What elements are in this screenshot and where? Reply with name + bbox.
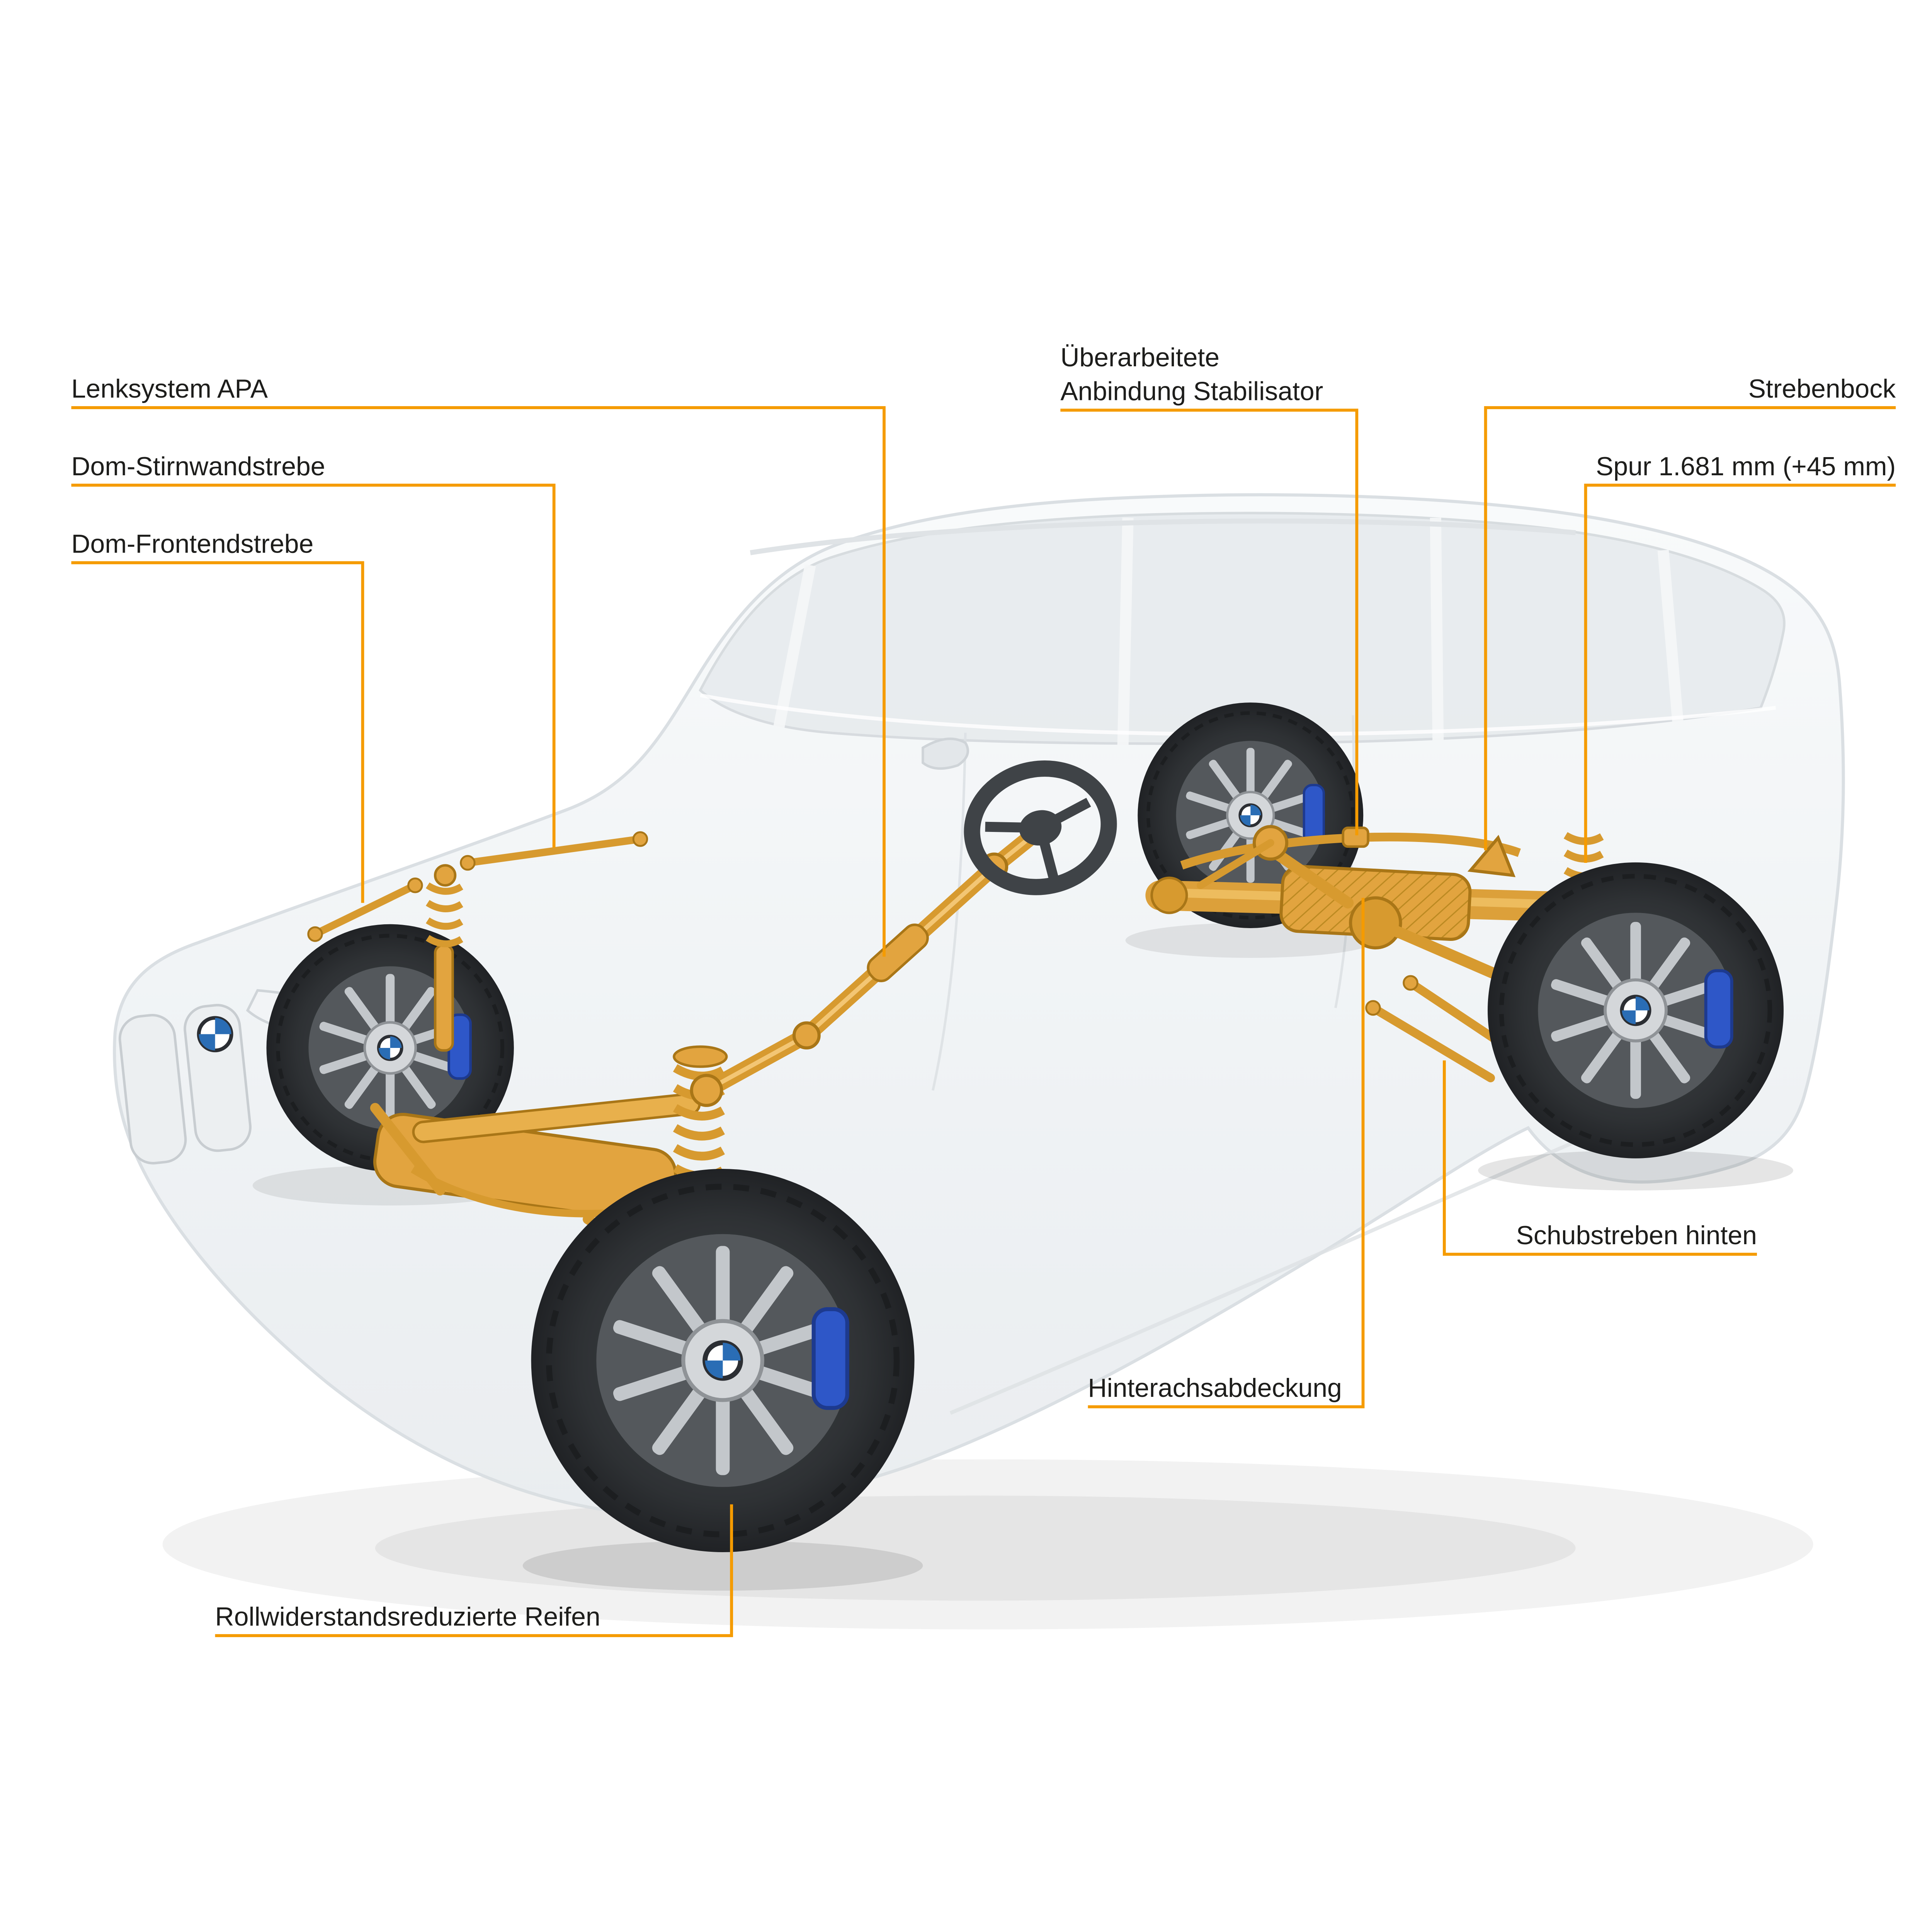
leader-lenksystem-apa — [71, 406, 886, 957]
dom-stirnwand-strebe — [460, 831, 648, 871]
front-far-strut-mount — [434, 864, 457, 887]
rear-differential — [1349, 896, 1402, 950]
car-pillars — [772, 517, 1684, 746]
label-rollwiderstand-reifen: Rollwiderstandsreduzierte Reifen — [215, 1602, 600, 1631]
bmw-roundel — [197, 1016, 233, 1053]
leader-stabilisator — [1060, 408, 1359, 835]
leader-schubstreben — [1442, 1060, 1757, 1256]
rear-near-wheel — [1488, 862, 1784, 1158]
driveshaft-far — [1262, 842, 1354, 909]
label-dom-stirnwandstrebe: Dom-Stirnwandstrebe — [71, 452, 325, 481]
rear-coil-spring — [1563, 832, 1604, 898]
label-dom-frontendstrebe: Dom-Frontendstrebe — [71, 529, 313, 558]
steering-wheel — [964, 760, 1117, 895]
front-far-strut — [434, 944, 454, 1052]
label-hinterachsabdeckung: Hinterachsabdeckung — [1088, 1373, 1342, 1403]
leader-dom-stirnwandstrebe — [71, 483, 556, 848]
leader-reifen — [215, 1504, 733, 1637]
front-lower-arm-far — [370, 1103, 446, 1196]
steering-column-apa — [690, 827, 1041, 1107]
streben-bock-bracket — [1467, 835, 1516, 878]
near-wheels — [522, 862, 1793, 1591]
label-lenksystem-apa: Lenksystem APA — [71, 374, 268, 403]
label-spur: Spur 1.681 mm (+45 mm) — [1596, 452, 1896, 481]
rocker-sill — [949, 1124, 1614, 1415]
label-strebenbock: Strebenbock — [1748, 374, 1896, 403]
labels: Lenksystem APA Dom-Stirnwandstrebe Dom-F… — [71, 343, 1896, 1631]
leader-dom-frontendstrebe — [71, 561, 364, 903]
front-near-wheel — [531, 1169, 915, 1552]
front-near-strut-top — [673, 1045, 728, 1068]
leader-hinterachsabdeckung — [1088, 898, 1365, 1408]
car-roofline — [750, 518, 1576, 555]
label-schubstreben-hinten: Schubstreben hinten — [1516, 1221, 1757, 1250]
leader-strebenbock — [1484, 406, 1896, 850]
dom-frontend-strebe — [307, 878, 423, 942]
side-mirror — [922, 737, 969, 770]
label-stabilisator-line1: Überarbeitete — [1060, 343, 1219, 372]
label-stabilisator-line2: Anbindung Stabilisator — [1060, 377, 1323, 406]
leader-lines — [71, 406, 1896, 1637]
leader-spur — [1584, 483, 1896, 863]
front-far-coil-spring — [425, 882, 463, 947]
